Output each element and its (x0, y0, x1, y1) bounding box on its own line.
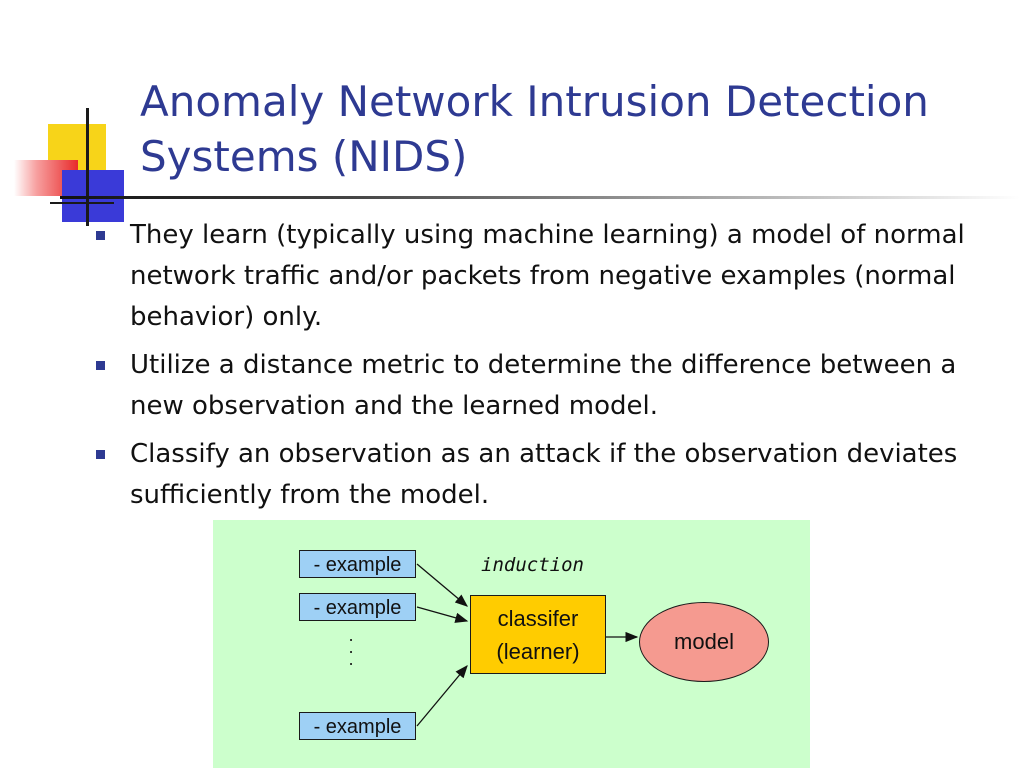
bullet-text: They learn (typically using machine lear… (130, 220, 965, 332)
arrow-example3-to-classifier (416, 665, 468, 727)
diagram-arrows (416, 563, 639, 727)
arrow-example2-to-classifier (416, 606, 469, 623)
slide-title: Anomaly Network Intrusion Detection Syst… (140, 77, 929, 181)
classifier-box: classifer (learner) (470, 595, 606, 674)
induction-label: induction (481, 554, 584, 576)
example-box: - example (299, 712, 416, 740)
title-underline (60, 196, 1020, 199)
bullet-square-icon (96, 231, 105, 240)
bullet-list: They learn (typically using machine lear… (92, 215, 1007, 523)
decor-vertical-line (86, 108, 89, 226)
example-box: - example (299, 593, 416, 621)
bullet-square-icon (96, 361, 105, 370)
decor-horizontal-line (50, 202, 114, 204)
learner-label: (learner) (496, 639, 580, 664)
bullet-item: They learn (typically using machine lear… (92, 215, 1007, 338)
arrow-example1-to-classifier (416, 563, 468, 607)
bullet-square-icon (96, 450, 105, 459)
ellipsis-dots: . . . (348, 626, 354, 669)
bullet-item: Classify an observation as an attack if … (92, 434, 1007, 516)
bullet-text: Utilize a distance metric to determine t… (130, 350, 957, 421)
bullet-text: Classify an observation as an attack if … (130, 439, 958, 510)
model-ellipse: model (639, 602, 769, 682)
bullet-item: Utilize a distance metric to determine t… (92, 345, 1007, 427)
learning-diagram: - example - example . . . - example indu… (213, 520, 810, 768)
example-box: - example (299, 550, 416, 578)
classifier-label: classifer (497, 606, 579, 631)
